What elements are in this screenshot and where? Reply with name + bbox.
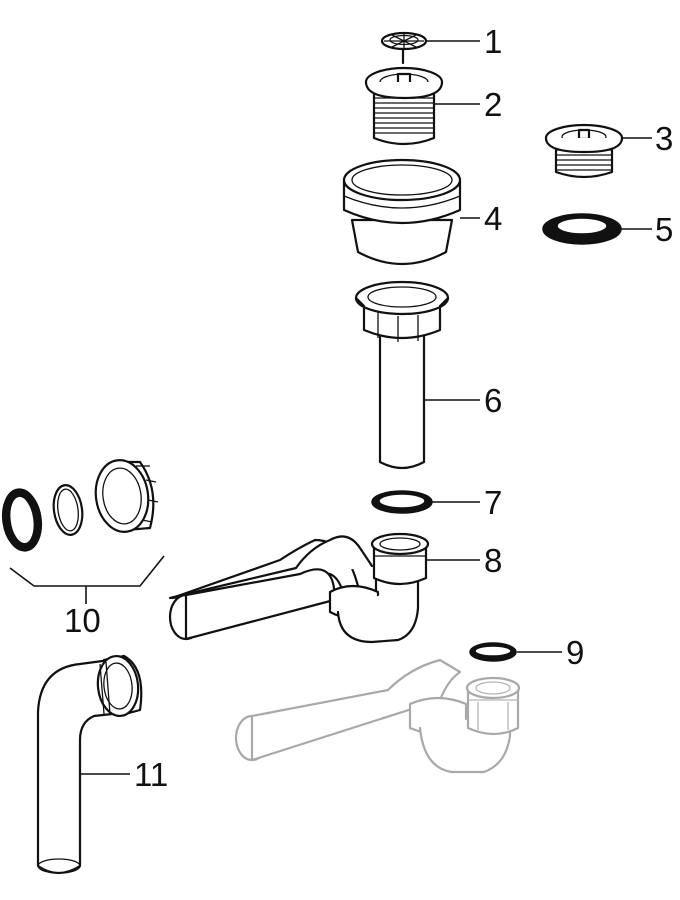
callout-10: 10 bbox=[64, 602, 101, 639]
callout-2: 2 bbox=[484, 86, 502, 123]
part-4-collar-cup bbox=[342, 158, 462, 266]
callout-6: 6 bbox=[484, 382, 502, 419]
callout-9: 9 bbox=[566, 634, 584, 671]
callout-11: 11 bbox=[134, 756, 168, 793]
assembled-trap-ghost bbox=[234, 658, 521, 774]
part-9-gasket bbox=[469, 642, 517, 662]
part-10-union-set bbox=[1, 459, 165, 604]
part-1-strainer-grid bbox=[380, 31, 428, 65]
part-3-waste-outlet-small bbox=[544, 123, 624, 179]
callout-5: 5 bbox=[655, 211, 673, 248]
part-6-tailpiece-with-nut bbox=[354, 280, 450, 470]
part-5-gasket bbox=[542, 213, 622, 245]
callout-8: 8 bbox=[484, 542, 502, 579]
leader-lines bbox=[80, 40, 652, 775]
callout-7: 7 bbox=[484, 484, 502, 521]
callout-4: 4 bbox=[484, 200, 502, 237]
part-2-waste-outlet bbox=[364, 66, 444, 146]
callout-1: 1 bbox=[484, 23, 502, 60]
part-11-bend-pipe bbox=[36, 654, 143, 875]
part-8-s-trap bbox=[168, 532, 430, 644]
part-7-o-ring bbox=[371, 490, 433, 514]
callout-3: 3 bbox=[655, 120, 673, 157]
